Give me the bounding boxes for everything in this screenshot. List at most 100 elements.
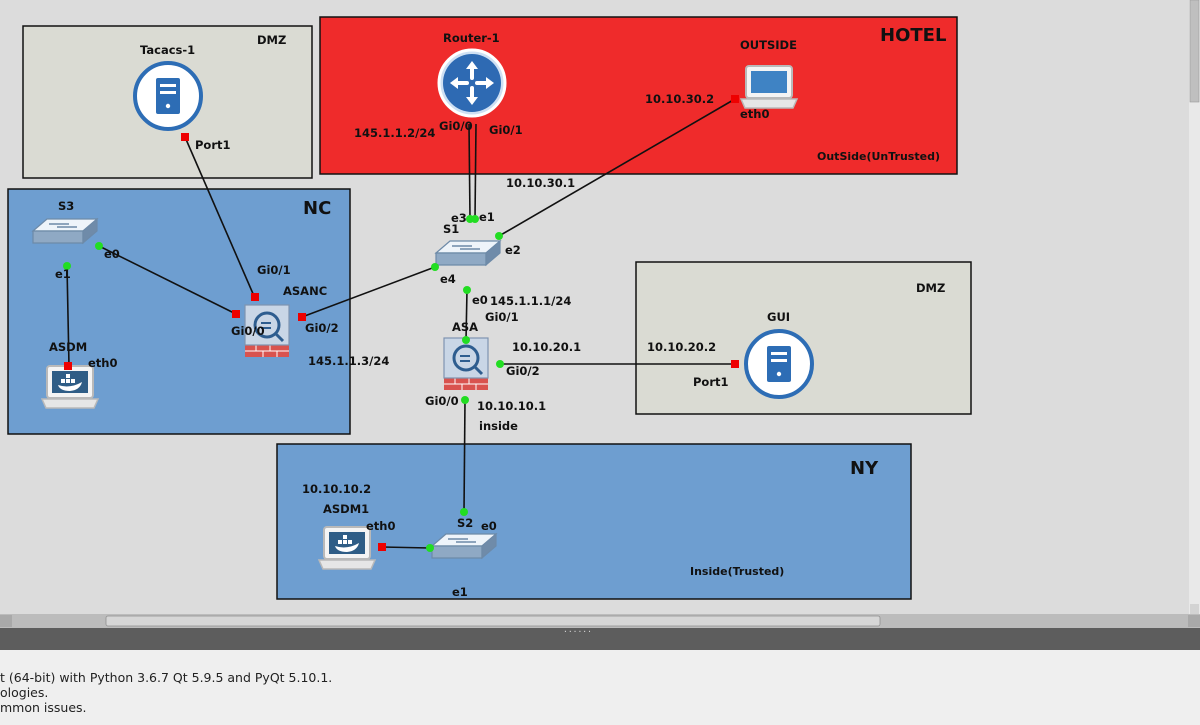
- ip-label: 145.1.1.3/24: [308, 354, 389, 368]
- ip-label: 10.10.30.1: [506, 176, 575, 190]
- node-label-asanc: ASANC: [283, 284, 327, 298]
- port-status-down: [731, 95, 739, 103]
- port-status-down: [378, 543, 386, 551]
- zone-dmz-right[interactable]: DMZ: [635, 261, 972, 415]
- port-status-up: [496, 360, 504, 368]
- node-label-outside: OUTSIDE: [740, 38, 797, 52]
- panel-splitter[interactable]: ......: [0, 625, 1200, 650]
- zone-label-hotel: HOTEL: [880, 25, 946, 46]
- port-label: Port1: [195, 138, 231, 152]
- link-s1-asa[interactable]: [465, 289, 468, 341]
- node-asanc[interactable]: ASANC: [243, 284, 327, 359]
- link-tacacs-asanc[interactable]: [184, 136, 255, 297]
- console-panel[interactable]: t (64-bit) with Python 3.6.7 Qt 5.9.5 an…: [0, 650, 1200, 725]
- port-status-down: [232, 310, 240, 318]
- links: [66, 98, 736, 549]
- port-status-down: [181, 133, 189, 141]
- link-outside-s1[interactable]: [498, 98, 736, 237]
- scroll-right-button[interactable]: [1188, 615, 1200, 627]
- node-asdm[interactable]: ASDM: [41, 340, 99, 409]
- horizontal-scrollbar[interactable]: [0, 614, 1200, 628]
- splitter-handle[interactable]: ......: [563, 625, 592, 634]
- node-asa[interactable]: ASA: [442, 320, 490, 392]
- port-status-up: [461, 396, 469, 404]
- port-label: e4: [440, 272, 456, 286]
- port-status-up: [426, 544, 434, 552]
- port-label: e0: [481, 519, 497, 533]
- node-tacacs[interactable]: Tacacs-1: [133, 43, 203, 131]
- zone-hotel[interactable]: HOTEL OutSide(UnTrusted): [319, 16, 958, 175]
- port-label: Gi0/2: [506, 364, 540, 378]
- port-status-down: [64, 362, 72, 370]
- port-label: Gi0/1: [489, 123, 523, 137]
- node-label-asdm: ASDM: [49, 340, 87, 354]
- link-s3-asanc[interactable]: [98, 245, 237, 315]
- node-gui[interactable]: GUI: [744, 310, 814, 399]
- docker-laptop-icon: [41, 365, 99, 409]
- node-label-asa: ASA: [452, 320, 478, 334]
- firewall-icon: [442, 336, 490, 392]
- switch-icon: [32, 218, 98, 244]
- zone-label-ny: NY: [850, 458, 879, 479]
- port-label: e2: [505, 243, 521, 257]
- port-label: Gi0/1: [257, 263, 291, 277]
- node-label-tacacs: Tacacs-1: [140, 43, 195, 57]
- link-asa-s2[interactable]: [463, 399, 466, 513]
- ip-label: 10.10.10.2: [302, 482, 371, 496]
- link-asdm1-s2[interactable]: [381, 546, 431, 549]
- scroll-left-button[interactable]: [0, 615, 12, 627]
- port-label: eth0: [366, 519, 396, 533]
- port-label: Gi0/0: [439, 119, 473, 133]
- zone-note-ny: Inside(Trusted): [690, 565, 784, 578]
- node-s2[interactable]: S2: [431, 516, 497, 559]
- node-label-s1: S1: [443, 222, 459, 236]
- server-icon: [133, 61, 203, 131]
- port-status-down: [731, 360, 739, 368]
- link-asanc-s1[interactable]: [301, 266, 436, 318]
- port-label: e0: [472, 293, 488, 307]
- console-line: ologies.: [0, 685, 49, 700]
- link-s3-asdm[interactable]: [66, 265, 70, 367]
- port-status-down: [251, 293, 259, 301]
- switch-icon: [435, 240, 501, 266]
- node-outside[interactable]: OUTSIDE: [740, 38, 798, 109]
- node-asdm1[interactable]: ASDM1: [318, 502, 376, 570]
- ip-label: 10.10.10.1: [477, 399, 546, 413]
- port-status-up: [462, 336, 470, 344]
- port-status-up: [431, 263, 439, 271]
- port-label: eth0: [740, 107, 770, 121]
- node-router[interactable]: Router-1: [437, 31, 507, 118]
- scroll-thumb[interactable]: [105, 615, 881, 627]
- node-label-router: Router-1: [443, 31, 500, 45]
- port-label: Gi0/1: [485, 310, 519, 324]
- console-line: mmon issues.: [0, 700, 87, 715]
- port-label: Gi0/0: [425, 394, 459, 408]
- router-icon: [437, 48, 507, 118]
- port-label: Port1: [693, 375, 729, 389]
- port-labels: Port1 Gi0/0 Gi0/1 eth0 e0 e1 eth0 Gi0/1 …: [55, 107, 770, 599]
- zone-label-dmz-left: DMZ: [257, 33, 286, 47]
- port-status-up: [460, 508, 468, 516]
- node-s1[interactable]: S1: [435, 222, 501, 266]
- port-label: Gi0/2: [305, 321, 339, 335]
- node-s3[interactable]: S3: [32, 199, 98, 244]
- node-label-asdm1: ASDM1: [323, 502, 369, 516]
- port-label: e1: [55, 267, 71, 281]
- port-status-up: [495, 232, 503, 240]
- port-status-up: [463, 286, 471, 294]
- ip-label: 145.1.1.1/24: [490, 294, 571, 308]
- node-label-s2: S2: [457, 516, 473, 530]
- vertical-scrollbar[interactable]: [1189, 0, 1200, 614]
- port-status-up: [63, 262, 71, 270]
- zone-label-dmz-right: DMZ: [916, 281, 945, 295]
- link-router-s1-gi01[interactable]: [474, 123, 477, 220]
- ip-label: 10.10.30.2: [645, 92, 714, 106]
- ip-label: inside: [479, 419, 518, 433]
- port-label: e0: [104, 247, 120, 261]
- port-label: Gi0/0: [231, 324, 265, 338]
- link-router-s1-gi00[interactable]: [468, 123, 471, 220]
- ip-label: 10.10.20.1: [512, 340, 581, 354]
- zone-ny[interactable]: NY Inside(Trusted): [276, 443, 912, 600]
- port-label: eth0: [88, 356, 118, 370]
